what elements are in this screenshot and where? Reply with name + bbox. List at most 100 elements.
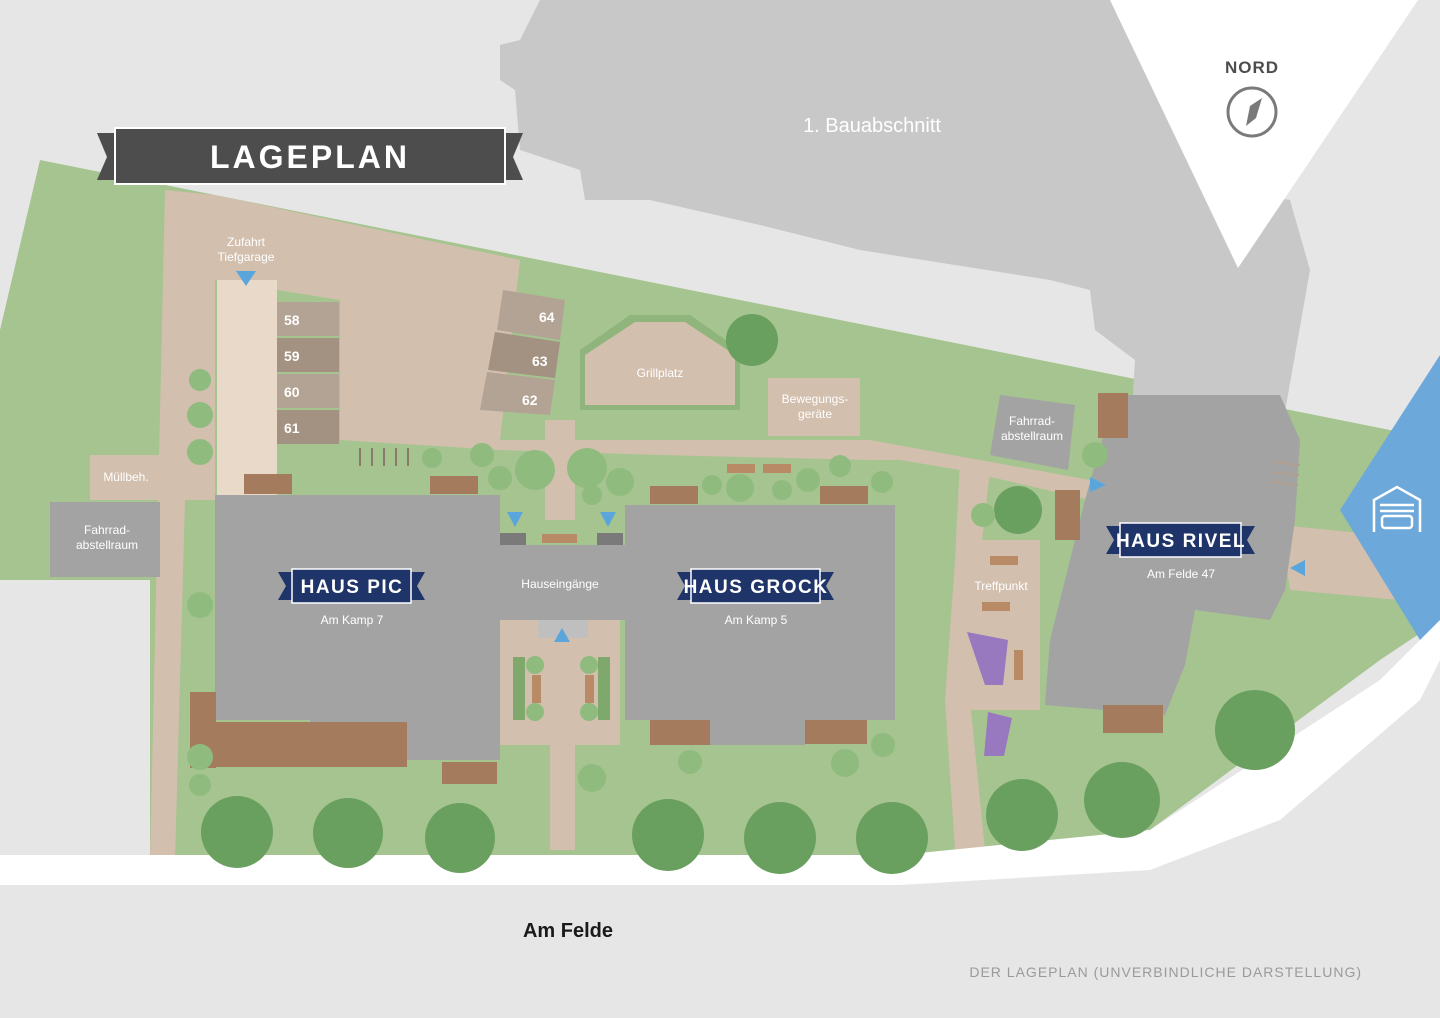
bush	[702, 475, 722, 495]
label-bike-room-west-line1: Fahrrad-	[84, 523, 130, 537]
parking-number: 62	[522, 392, 538, 408]
entrance-triangle-icon	[1290, 560, 1305, 576]
bush	[726, 474, 754, 502]
bush	[578, 764, 606, 792]
bush	[567, 448, 607, 488]
bush	[606, 468, 634, 496]
parking-space	[277, 410, 339, 444]
bush	[772, 480, 792, 500]
banner-haus-pic	[278, 568, 425, 604]
purple-play-area	[967, 632, 1008, 685]
bush	[515, 450, 555, 490]
label-entrances: Hauseingänge	[521, 577, 599, 591]
planters	[513, 657, 610, 720]
bush	[971, 503, 995, 527]
tree	[425, 803, 495, 873]
parking-number: 63	[532, 353, 548, 369]
garage-car-icon	[1372, 485, 1422, 532]
bush	[488, 466, 512, 490]
house-name-grock: HAUS GROCK	[684, 577, 829, 598]
entrance-triangle-icon	[507, 512, 523, 527]
bush	[187, 439, 213, 465]
tree	[1215, 690, 1295, 770]
bush	[187, 592, 213, 618]
tree	[1084, 762, 1160, 838]
parking-number: 61	[284, 420, 300, 436]
label-bike-room-west-line2: abstellraum	[76, 538, 138, 552]
tree	[856, 802, 928, 874]
parking-space	[480, 372, 555, 415]
map-title: LAGEPLAN	[210, 139, 410, 175]
entrance-canopy	[538, 620, 588, 638]
tree	[986, 779, 1058, 851]
bush	[796, 468, 820, 492]
building-haus-grock	[625, 505, 895, 745]
parking-number: 64	[539, 309, 555, 325]
house-name-rivel: HAUS RIVEL	[1116, 531, 1246, 552]
title-banner	[97, 127, 523, 185]
grill-area	[585, 322, 735, 405]
tree	[994, 486, 1042, 534]
rivel-stairs	[1269, 461, 1301, 486]
bush	[189, 774, 211, 796]
parking-space	[277, 338, 339, 372]
bush	[678, 750, 702, 774]
bush	[871, 733, 895, 757]
footer-note: DER LAGEPLAN (UNVERBINDLICHE DARSTELLUNG…	[969, 964, 1362, 980]
entrance-step	[500, 533, 526, 545]
entrance-triangle-icon	[600, 512, 616, 527]
label-bike-room-east-line2: abstellraum	[1001, 429, 1063, 443]
parking-number: 59	[284, 348, 300, 364]
bush	[1082, 442, 1108, 468]
parking-space	[488, 332, 560, 378]
tree	[726, 314, 778, 366]
parking-space	[277, 302, 339, 336]
bush	[831, 749, 859, 777]
house-address-rivel: Am Felde 47	[1147, 567, 1215, 581]
bush	[189, 369, 211, 391]
tree	[201, 796, 273, 868]
street-label: Am Felde	[523, 920, 613, 942]
banner-haus-grock	[677, 568, 834, 604]
bush	[526, 656, 544, 674]
exercise-area	[768, 378, 860, 436]
house-address-pic: Am Kamp 7	[321, 613, 384, 627]
bush	[580, 703, 598, 721]
parking-space	[497, 290, 565, 340]
bush	[187, 402, 213, 428]
neighbor-building-label: 1. Bauabschnitt	[803, 115, 941, 137]
house-address-grock: Am Kamp 5	[725, 613, 788, 627]
entrance-triangle-icon	[1090, 477, 1106, 492]
waste-area	[90, 455, 180, 500]
label-waste: Müllbeh.	[103, 470, 148, 484]
entrance-markers	[236, 271, 1305, 642]
label-exercise-line1: Bewegungs-	[782, 392, 849, 406]
bush	[187, 744, 213, 770]
bike-stands	[359, 448, 409, 466]
water-area	[1340, 355, 1440, 660]
benches	[532, 464, 1023, 703]
bush	[871, 471, 893, 493]
entrance-triangle-icon	[236, 271, 256, 286]
banner-haus-rivel	[1106, 522, 1255, 558]
neighbor-building	[500, 0, 1310, 440]
purple-play-area	[984, 712, 1012, 756]
house-name-pic: HAUS PIC	[301, 577, 404, 598]
north-label: NORD	[1225, 58, 1279, 77]
bush	[422, 448, 442, 468]
parking-number: 60	[284, 384, 300, 400]
tree	[313, 798, 383, 868]
bike-room-west	[50, 502, 160, 577]
compass-icon	[1226, 86, 1278, 138]
bush	[470, 443, 494, 467]
trees	[201, 314, 1295, 874]
tree	[632, 799, 704, 871]
parking-space	[277, 374, 339, 408]
terraces	[190, 393, 1163, 784]
building-connector	[500, 545, 625, 620]
west-path	[150, 190, 215, 860]
entrance-triangle-icon	[554, 628, 570, 642]
bush	[582, 485, 602, 505]
label-bike-room-east-line1: Fahrrad-	[1009, 414, 1055, 428]
